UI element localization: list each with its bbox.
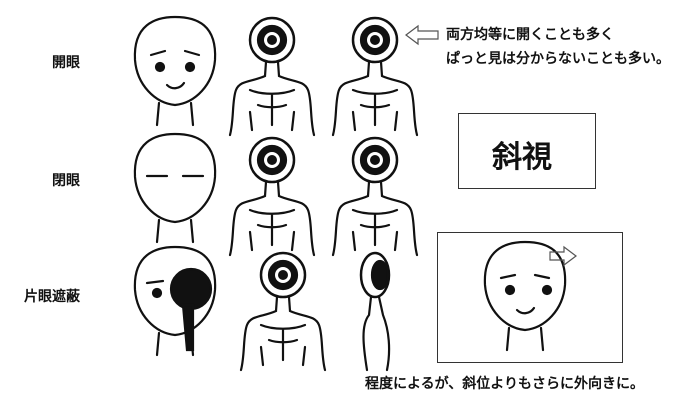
face-open: [133, 15, 217, 127]
row-label-covered: 片眼遮蔽: [24, 289, 80, 305]
note-bottom: 程度によるが、斜位よりもさらに外向きに。: [365, 376, 645, 392]
eyeball-body-3: [228, 136, 316, 257]
eyeball-body-5: [239, 251, 327, 372]
eyeball-body-4: [331, 136, 419, 257]
row-label-closed: 閉眼: [52, 173, 80, 189]
note-top-line-2: ぱっと見は分からないことも多い。: [446, 51, 670, 67]
eyeball-body-side: [359, 251, 391, 372]
face-eye-covered: [133, 245, 217, 357]
strabismus-label: 斜視: [492, 140, 552, 175]
row-label-open: 開眼: [52, 55, 80, 71]
note-top: 両方均等に開くことも多く ぱっと見は分からないことも多い。: [446, 23, 670, 71]
note-top-line-1: 両方均等に開くことも多く: [446, 27, 614, 43]
exotropia-box: [437, 232, 623, 363]
eyeball-body-2: [331, 16, 419, 137]
eyeball-body-1: [228, 16, 316, 137]
face-closed: [133, 132, 217, 244]
strabismus-box: [458, 113, 596, 189]
arrow-left-icon: [405, 24, 439, 46]
arrow-right-icon: [549, 245, 577, 267]
face-exotropia: [483, 240, 567, 352]
